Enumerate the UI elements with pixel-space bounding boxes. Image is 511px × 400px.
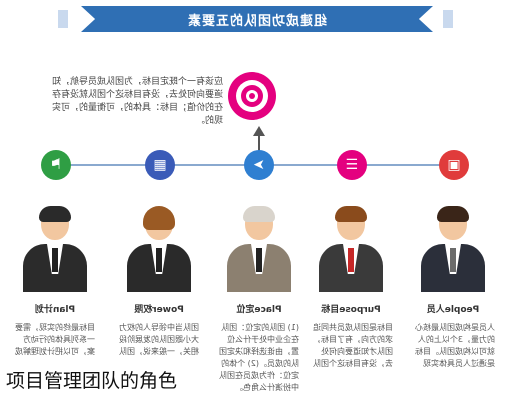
decor-tile [58, 10, 68, 28]
role-desc-power: 团队当中领导人的权力大小跟团队的发展阶段相关，一般来说，团队越成熟领导者所拥有的… [119, 323, 199, 356]
role-desc-purpose: 目标是团队成员共同追求的方向，有了目标，团队才知道要向何处去，没有目标这个团队就… [313, 323, 393, 368]
role-title-purpose: Purpose目标 [321, 305, 381, 315]
role-title-plan: Plan计划 [34, 305, 76, 315]
book-icon: ▦ [145, 150, 175, 180]
role-desc-place: (1) 团队的定位：团队在企业中处于什么位置，由谁选择和决定团队的成员。(2) … [219, 323, 299, 392]
target-icon [228, 72, 276, 120]
role-title-power: Power权限 [134, 305, 184, 315]
arrow-up-icon [253, 126, 265, 136]
signpost-icon: ➤ [244, 150, 274, 180]
goal-text: 应该有一个既定目标，为团队成员导航，知道要向何处去，没有目标这个团队就没有存在的… [51, 77, 223, 126]
caption: 项目管理团队的角色 [4, 366, 180, 393]
person-people [421, 206, 485, 292]
role-desc-plan: 目标最终的实现，需要一系列具体的行动方案，可以把计划理解成目标的具体工作的程序。 [15, 323, 95, 356]
role-title-people: People人员 [426, 305, 480, 315]
person-purpose [319, 206, 383, 292]
person-power [127, 206, 191, 292]
bookmark-icon: ⚑ [41, 150, 71, 180]
person-place [227, 206, 291, 292]
role-desc-people: 人员是构成团队最核心的力量，3个以上的人就可以构成团队。目标是通过人员具体实现的… [415, 323, 495, 368]
role-title-place: Place定位 [236, 305, 282, 315]
decor-tile [443, 10, 453, 28]
banner-title: 组建成功团队的五要素 [187, 13, 328, 29]
title-banner: 组建成功团队的五要素 [81, 6, 433, 32]
clipboard-icon: ☰ [337, 150, 367, 180]
person-plan [23, 206, 87, 292]
monitor-icon: ▣ [439, 150, 469, 180]
